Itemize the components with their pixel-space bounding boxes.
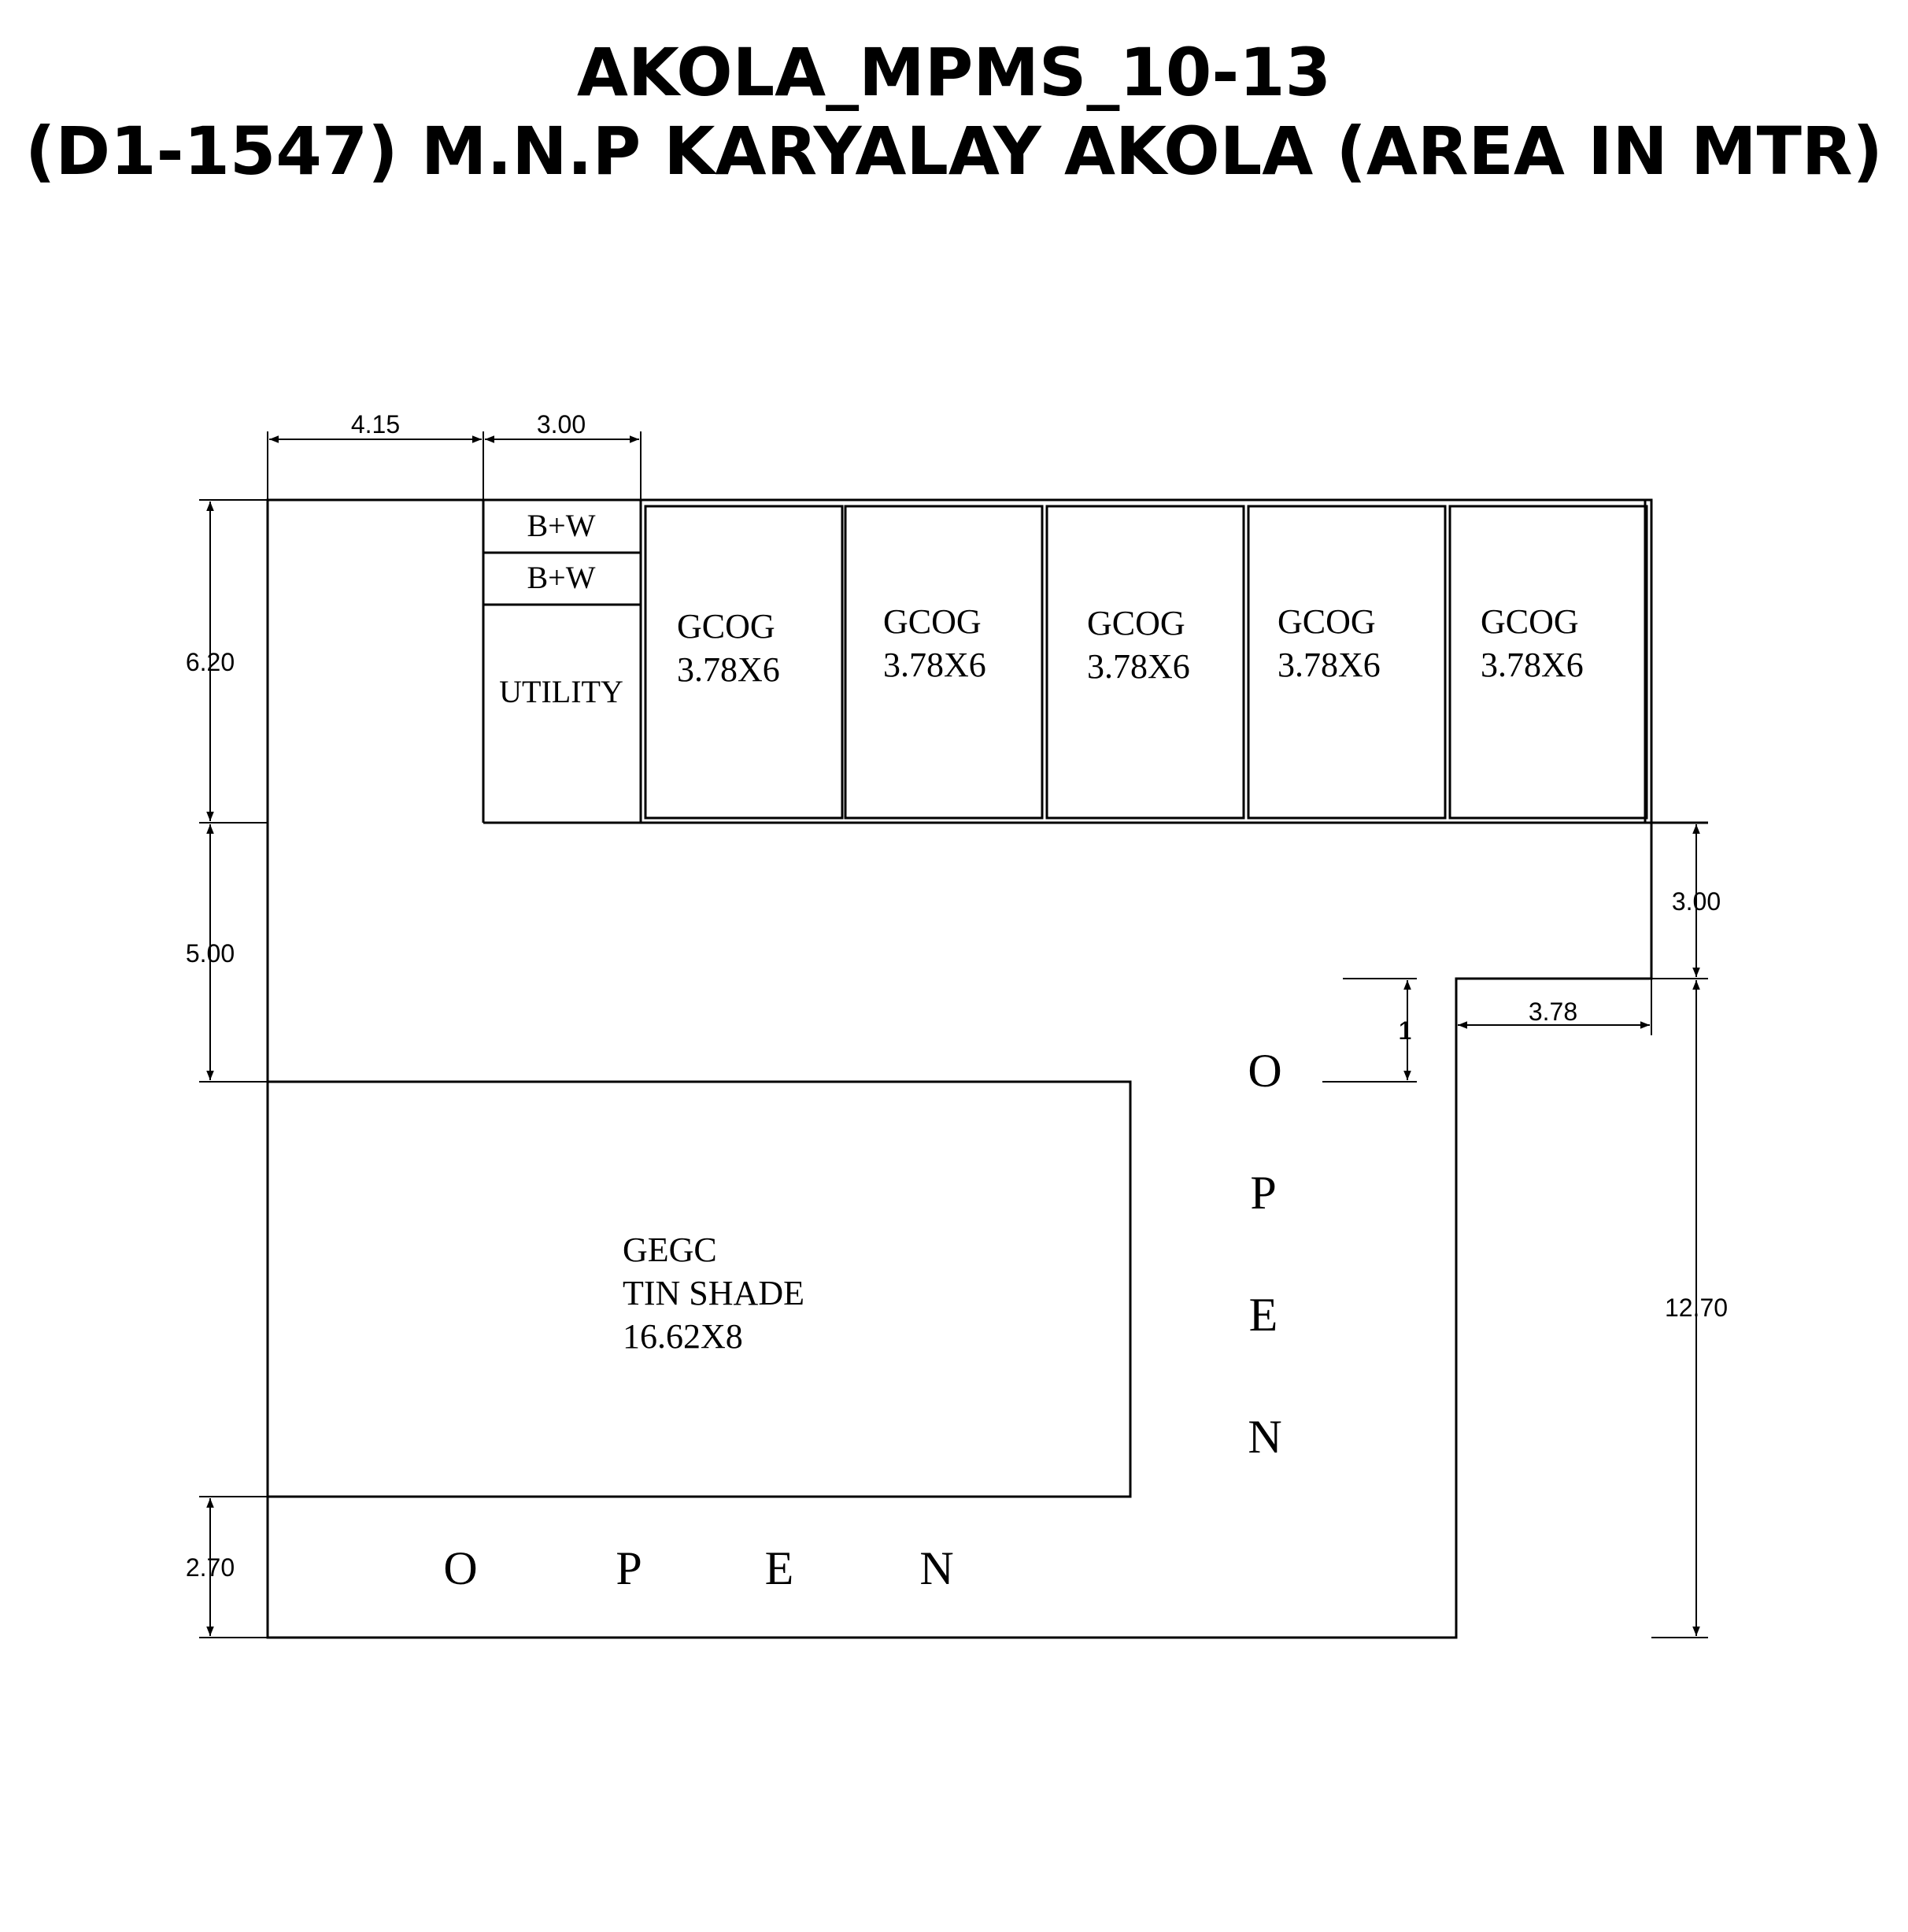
gcog-room-2 <box>844 505 1044 820</box>
open-horizontal-letter: O <box>443 1542 477 1594</box>
open-horizontal-letter: E <box>765 1542 794 1594</box>
gcog-room-4 <box>1247 505 1447 820</box>
gcog-room-1 <box>644 505 844 820</box>
gegc-tin-shade <box>266 1080 1132 1498</box>
drawing-title-line-1: AKOLA_MPMS_10-13 <box>576 34 1332 111</box>
dim-label-right-bottom: 12.70 <box>1665 1294 1728 1322</box>
gcog-3-size: 3.78X6 <box>1087 647 1190 686</box>
gcog-4-size: 3.78X6 <box>1278 646 1381 684</box>
gcog-5-name: GCOG <box>1481 602 1579 641</box>
gcog-room-5 <box>1448 505 1648 820</box>
open-horizontal: O P E N <box>443 1542 953 1594</box>
dim-label-left-bottom: 2.70 <box>186 1553 235 1582</box>
gcog-1-size: 3.78X6 <box>677 650 780 689</box>
gcog-2-size: 3.78X6 <box>883 646 986 684</box>
open-vertical: O P E N <box>1248 1045 1281 1463</box>
dim-label-top-left: 4.15 <box>351 410 400 439</box>
gcog-5-size: 3.78X6 <box>1481 646 1584 684</box>
open-vertical-letter: N <box>1248 1411 1281 1463</box>
dim-label-right-notch: 3.78 <box>1529 997 1577 1026</box>
open-vertical-letter: P <box>1250 1167 1276 1219</box>
dim-label-left-top: 6.20 <box>186 648 235 676</box>
gegc-type: TIN SHADE <box>623 1274 804 1312</box>
open-vertical-letter: O <box>1248 1045 1281 1097</box>
gegc-name: GEGC <box>623 1231 717 1269</box>
dim-label-left-middle: 5.00 <box>186 939 235 968</box>
bw-label-1: B+W <box>527 508 596 543</box>
dim-label-top-utility: 3.00 <box>537 410 586 439</box>
gcog-room-3 <box>1045 505 1245 820</box>
gcog-3-name: GCOG <box>1087 604 1185 642</box>
utility-label: UTILITY <box>499 674 623 709</box>
bw-label-2: B+W <box>527 560 596 595</box>
dim-label-right-top: 3.00 <box>1672 887 1721 916</box>
dim-label-small-step: 1 <box>1398 1016 1412 1045</box>
open-horizontal-letter: P <box>616 1542 642 1594</box>
open-horizontal-letter: N <box>919 1542 953 1594</box>
gegc-size: 16.62X8 <box>623 1317 743 1356</box>
gcog-4-name: GCOG <box>1278 602 1376 641</box>
gcog-2-name: GCOG <box>883 602 982 641</box>
gcog-1-name: GCOG <box>677 607 775 646</box>
drawing-title-line-2: (D1-1547) M.N.P KARYALAY AKOLA (AREA IN … <box>25 113 1883 190</box>
open-vertical-letter: E <box>1249 1289 1278 1341</box>
